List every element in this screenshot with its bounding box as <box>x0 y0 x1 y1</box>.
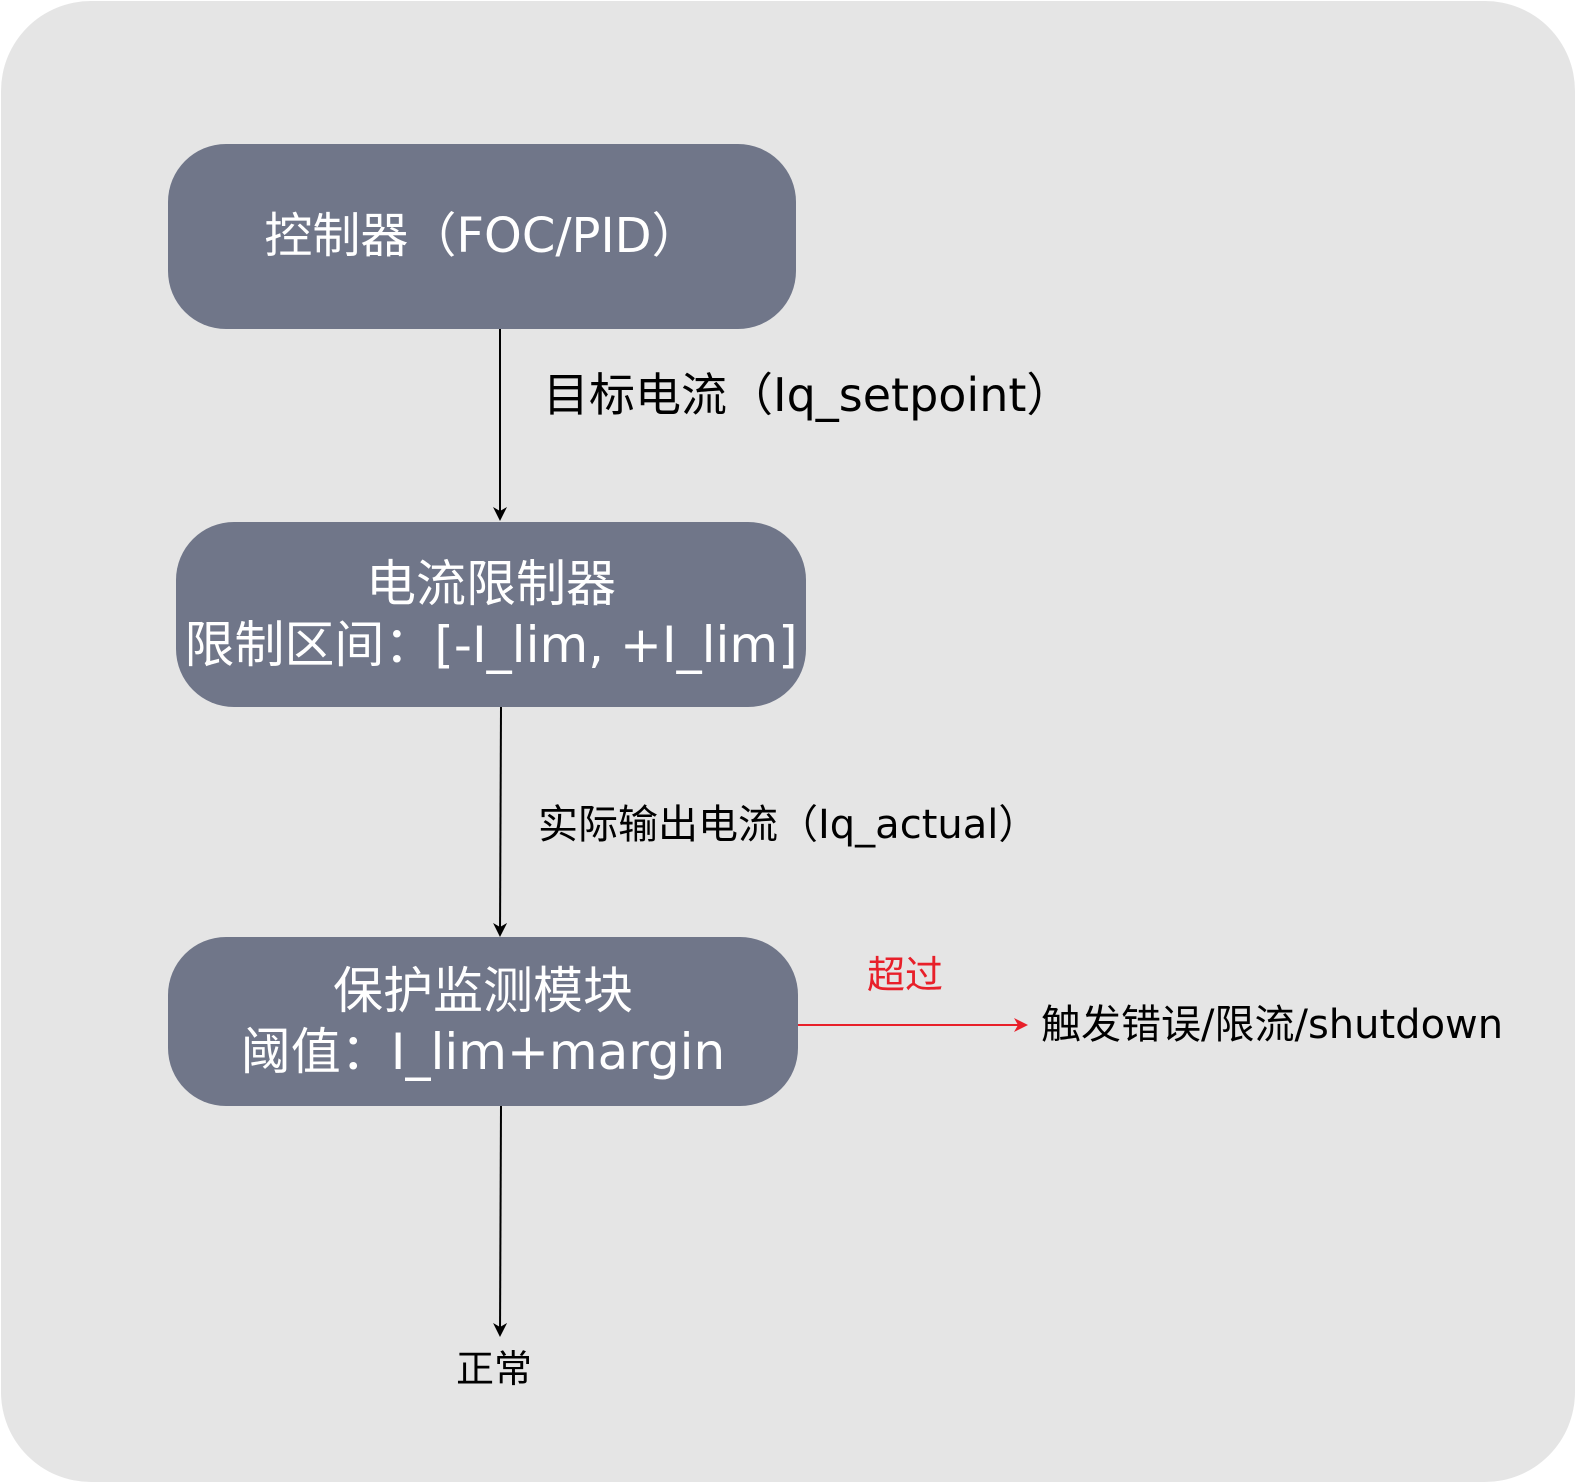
edge-label-setpoint: 目标电流（Iq_setpoint） <box>543 368 1073 422</box>
protection-monitor-node: 保护监测模块 阈值：I_lim+margin <box>168 937 798 1106</box>
current-limiter-title: 电流限制器 <box>366 554 616 613</box>
controller-node: 控制器（FOC/PID） <box>168 144 796 329</box>
edge-label-exceed: 超过 <box>867 953 944 997</box>
current-limiter-range: 限制区间：[-I_lim, +I_lim] <box>184 615 798 674</box>
fault-action-label: 触发错误/限流/shutdown <box>1041 1002 1504 1048</box>
protection-monitor-threshold: 阈值：I_lim+margin <box>240 1022 726 1081</box>
normal-state-label: 正常 <box>456 1347 533 1391</box>
edge-monitor-to-normal <box>493 1105 508 1337</box>
controller-node-label: 控制器（FOC/PID） <box>264 208 700 265</box>
protection-monitor-title: 保护监测模块 <box>333 961 633 1020</box>
edge-label-actual: 实际输出电流（Iq_actual） <box>538 802 1039 848</box>
current-limiter-node: 电流限制器 限制区间：[-I_lim, +I_lim] <box>176 522 806 707</box>
edge-limiter-to-monitor <box>493 706 508 937</box>
